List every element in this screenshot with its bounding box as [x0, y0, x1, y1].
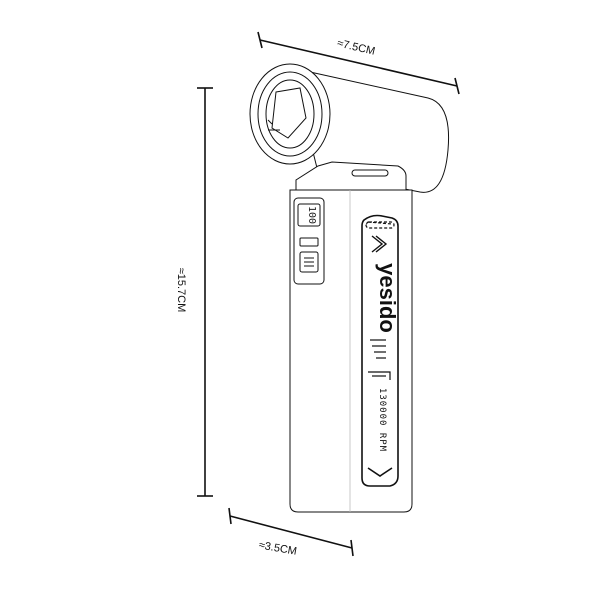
brand-logo-icon — [371, 235, 388, 253]
fan-head — [249, 63, 450, 193]
display-panel: 100 — [293, 197, 325, 285]
height-dimension: ≈15.7CM — [175, 87, 213, 497]
depth-label: ≈3.5CM — [258, 539, 298, 557]
display-value: 100 — [306, 206, 317, 224]
brand-name: yesido — [375, 263, 400, 333]
height-label: ≈15.7CM — [175, 268, 187, 313]
front-panel: yesido 130000 RPM — [361, 214, 400, 487]
device-illustration: 100 yesido — [249, 63, 450, 513]
neck-joint — [295, 161, 407, 191]
bottom-chevron-icon — [367, 467, 393, 477]
rpm-text: 130000 RPM — [377, 388, 387, 452]
width-label: ≈7.5CM — [336, 37, 376, 57]
depth-dimension: ≈3.5CM — [228, 507, 354, 558]
decorative-stripes — [368, 339, 391, 380]
